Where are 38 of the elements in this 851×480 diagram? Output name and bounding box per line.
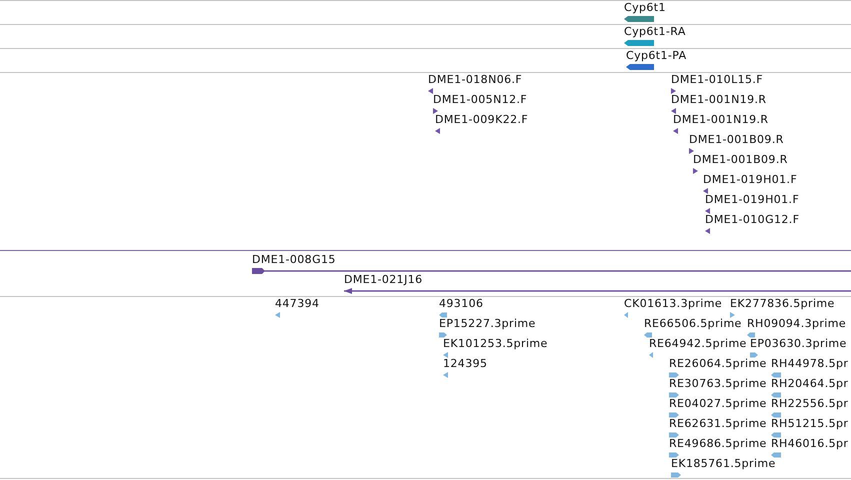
feature-label: Cyp6t1-RA xyxy=(624,25,686,39)
feature-label: DME1-010L15.F xyxy=(671,73,764,87)
feature-label: CK01613.3prime xyxy=(624,297,722,311)
feature-label: EK277836.5prime xyxy=(730,297,835,311)
feature-label: DME1-005N12.F xyxy=(433,93,528,107)
feature-label: DME1-001B09.R xyxy=(693,153,788,167)
feature-label: RE64942.5prime xyxy=(649,337,747,351)
feature-label: DME1-001B09.R xyxy=(689,133,784,147)
feature-label: DME1-001N19.R xyxy=(673,113,768,127)
feature-label: DME1-019H01.F xyxy=(703,173,798,187)
feature-label: Cyp6t1 xyxy=(624,1,666,15)
feature-label: EP03630.3prime xyxy=(750,337,847,351)
feature-label: EK101253.5prime xyxy=(443,337,548,351)
feature-label: DME1-018N06.F xyxy=(428,73,522,87)
feature-label: RH09094.3prime xyxy=(747,317,846,331)
feature-label: Cyp6t1-PA xyxy=(626,49,687,63)
feature-label: DME1-008G15 xyxy=(252,253,337,267)
feature-label: EK185761.5prime xyxy=(671,457,776,471)
feature-label: DME1-010G12.F xyxy=(705,213,800,227)
feature-label: RE30763.5prime xyxy=(669,377,767,391)
feature-label: RE04027.5prime xyxy=(669,397,767,411)
feature-label: DME1-019H01.F xyxy=(705,193,800,207)
feature-label: DME1-021J16 xyxy=(344,273,424,287)
feature-label: RH44978.5pr xyxy=(771,357,848,371)
feature-label: RH22556.5pr xyxy=(771,397,848,411)
feature-label: 124395 xyxy=(443,357,488,371)
feature-label: EP15227.3prime xyxy=(439,317,536,331)
feature-label: 447394 xyxy=(275,297,320,311)
feature-label: RH51215.5pr xyxy=(771,417,848,431)
feature-label: RE49686.5prime xyxy=(669,437,767,451)
feature-label: 493106 xyxy=(439,297,484,311)
feature-label: RE26064.5prime xyxy=(669,357,767,371)
feature-label: RE66506.5prime xyxy=(644,317,742,331)
feature-label: RH46016.5pr xyxy=(771,437,848,451)
feature-label: RH20464.5pr xyxy=(771,377,848,391)
feature-label: RE62631.5prime xyxy=(669,417,767,431)
feature-label: DME1-001N19.R xyxy=(671,93,766,107)
feature-label: DME1-009K22.F xyxy=(435,113,528,127)
